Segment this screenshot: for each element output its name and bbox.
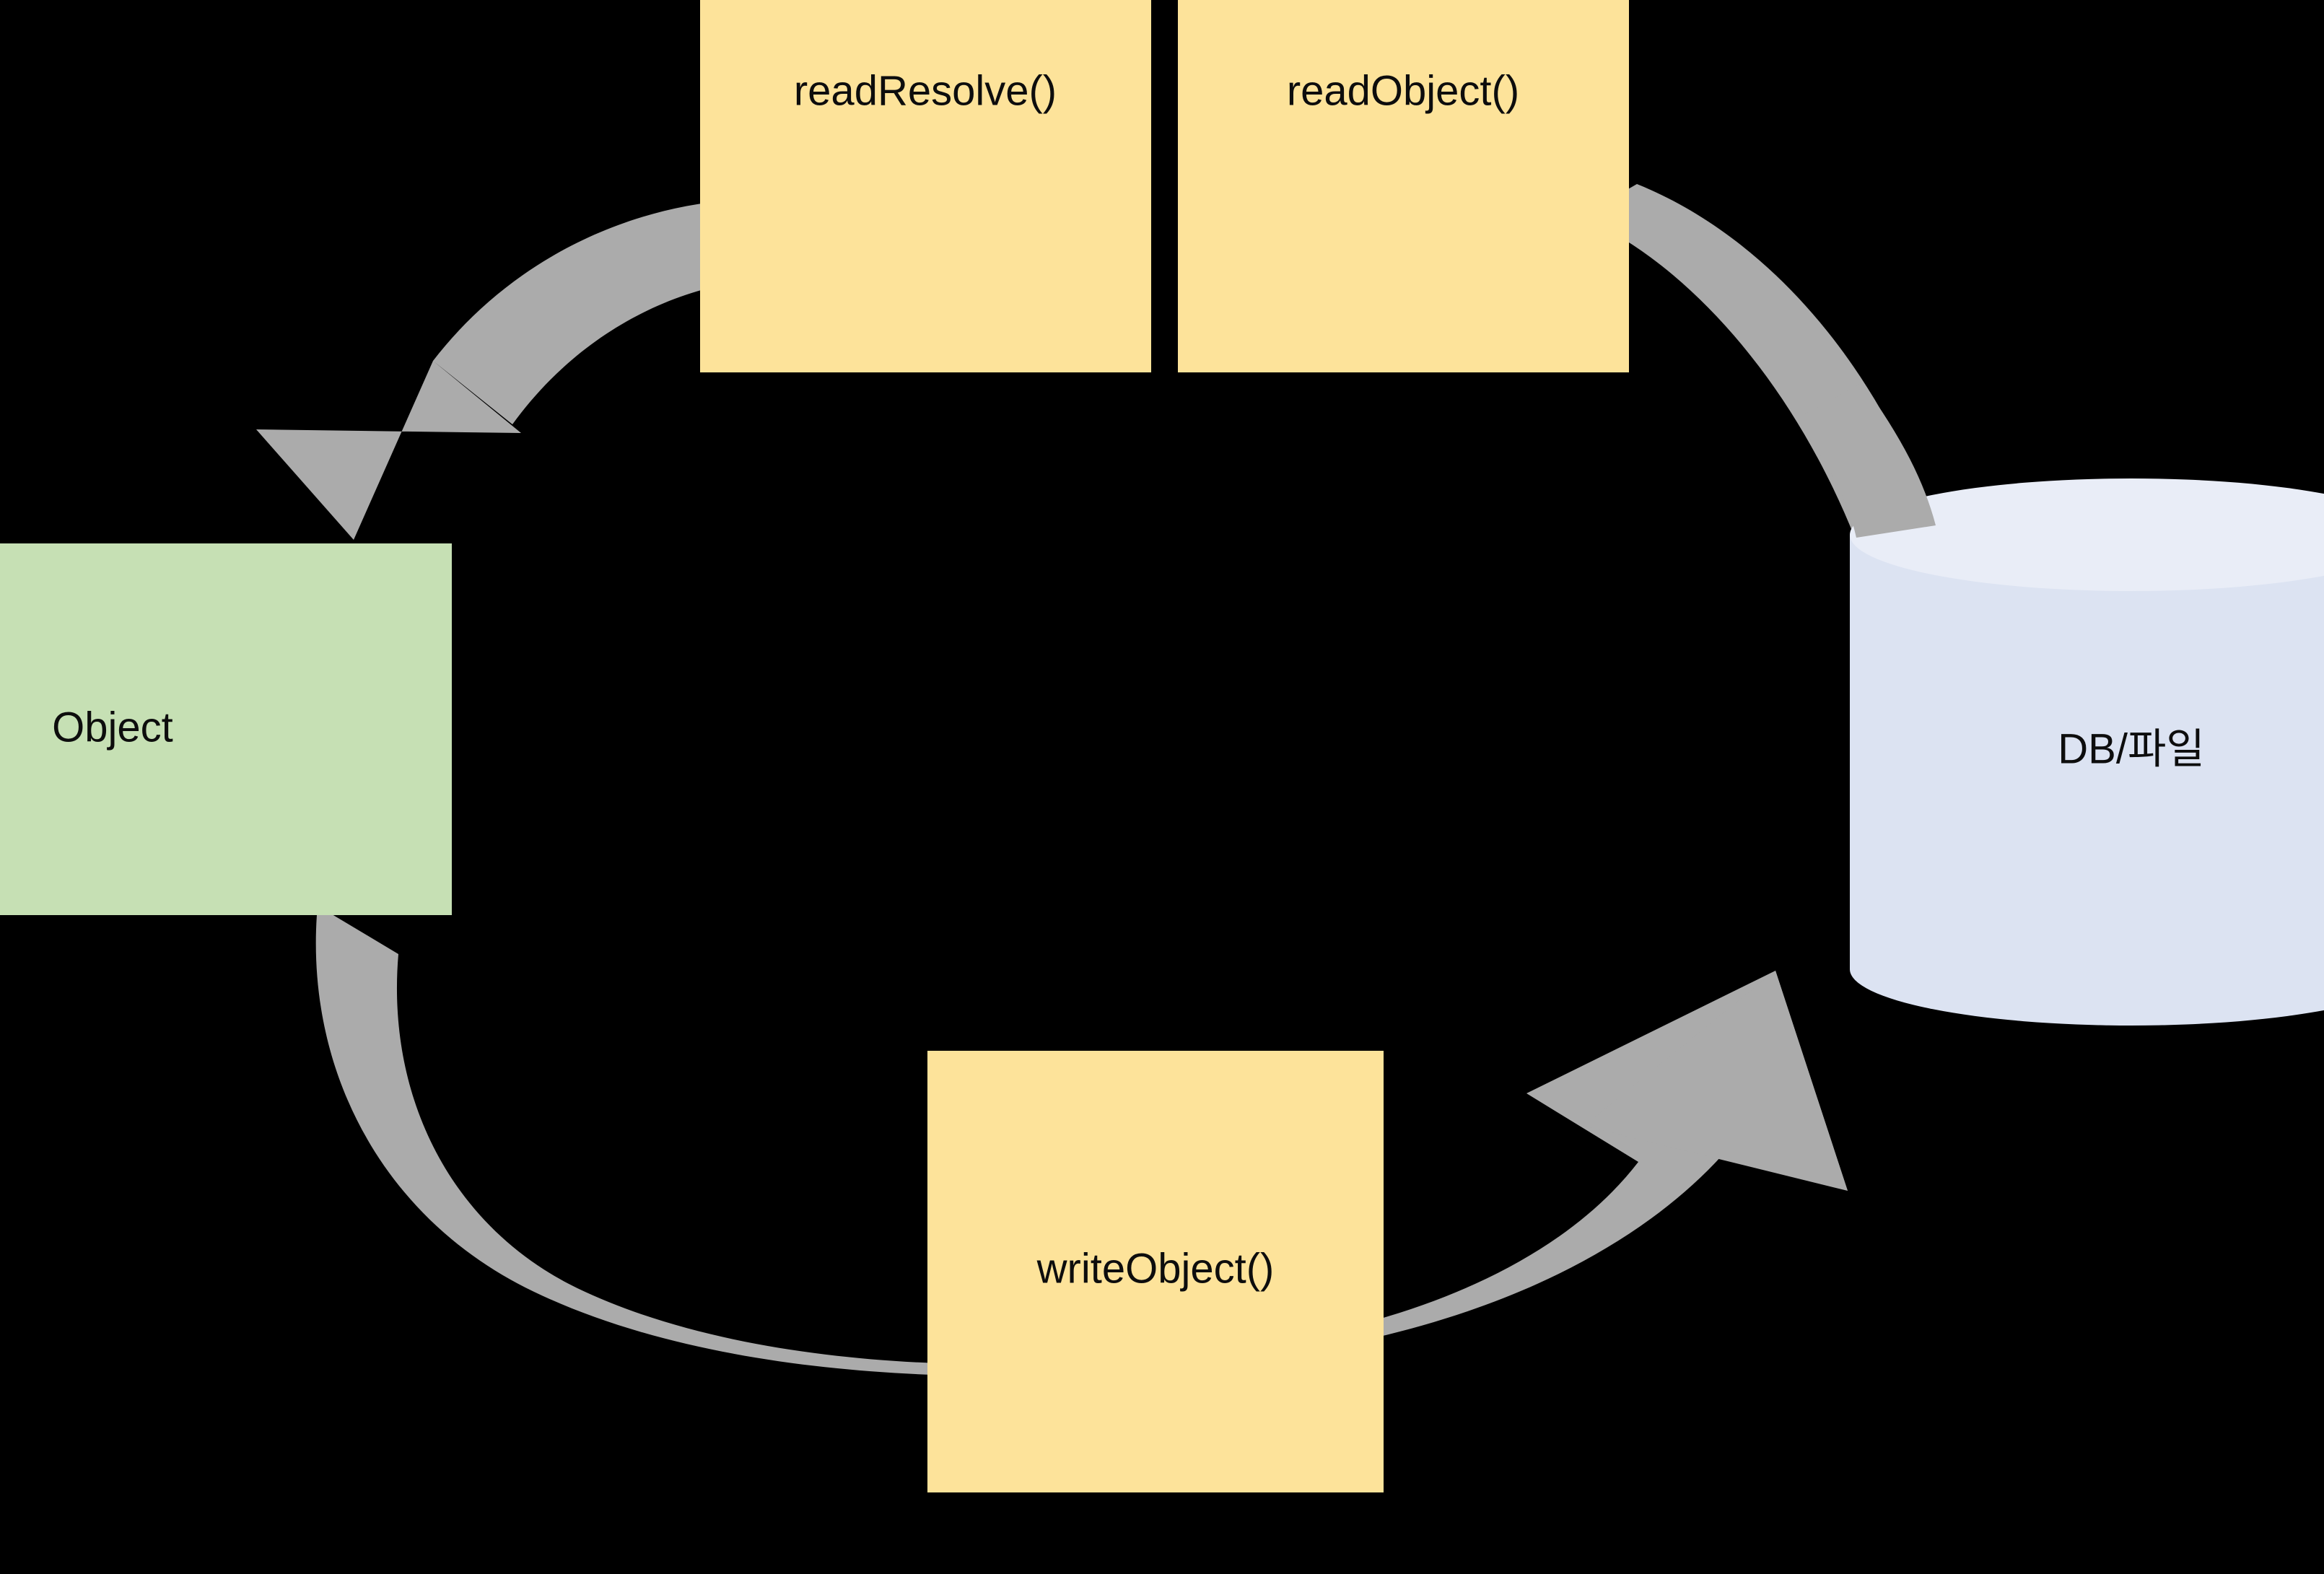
node-read-object-label: readObject() (1287, 67, 1519, 114)
datastore-top-shape (1850, 478, 2324, 591)
edge-write-object-arrowhead (1584, 971, 1848, 1191)
node-read-object[interactable]: readObject() (1178, 0, 1629, 372)
node-datastore-label: DB/파일 (2058, 725, 2204, 772)
edge-overlay-layer (1584, 382, 1936, 1191)
edge-read-object-tip (1797, 382, 1936, 538)
datastore-body-shape[interactable] (1850, 535, 2324, 1026)
node-read-resolve[interactable]: readResolve() (700, 0, 1151, 372)
node-read-resolve-label: readResolve() (794, 67, 1057, 114)
node-object-shape[interactable] (0, 543, 452, 915)
node-write-object[interactable]: writeObject() (927, 1051, 1384, 1492)
node-object-label: Object (52, 704, 173, 751)
node-write-object-label: writeObject() (1036, 1245, 1275, 1292)
node-read-resolve-shape[interactable] (700, 0, 1151, 372)
node-layer: readResolve() readObject() Object writeO… (0, 0, 2324, 1492)
node-write-object-shape[interactable] (927, 1051, 1384, 1492)
edge-read-resolve-to-object (256, 198, 765, 540)
node-object[interactable]: Object (0, 543, 452, 915)
edge-read-resolve-to-object-body (256, 198, 765, 540)
node-read-object-shape[interactable] (1178, 0, 1629, 372)
node-datastore[interactable]: DB/파일 (1850, 478, 2324, 1026)
